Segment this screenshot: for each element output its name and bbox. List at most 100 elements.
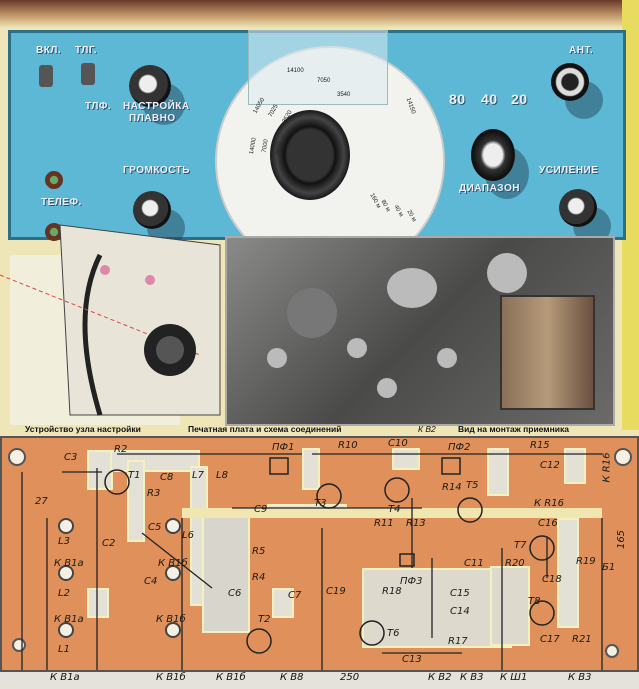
variable-capacitor xyxy=(387,268,437,308)
pcb-pad xyxy=(87,450,113,490)
printed-circuit-board: C3 R2 T1 C8 L7 L8 ПФ1 R10 C10 ПФ2 R15 C1… xyxy=(0,436,639,672)
dial-number: 7050 xyxy=(317,78,331,84)
label-l7: L7 xyxy=(192,470,204,481)
label-t4: T4 xyxy=(388,504,401,515)
label-to-b1b: К В1б xyxy=(158,558,188,569)
transformer xyxy=(500,295,595,410)
label-c4: C4 xyxy=(144,576,158,587)
mode-toggle[interactable] xyxy=(81,63,95,85)
dial-number: 80 м xyxy=(379,199,391,213)
transistor-t3-icon xyxy=(316,483,342,509)
phones-label: ТЕЛЕФ. xyxy=(41,197,82,208)
dial-number: 14100 xyxy=(287,68,304,74)
label-l3: L3 xyxy=(58,536,70,547)
label-r13: R13 xyxy=(406,518,426,529)
label-c13: C13 xyxy=(402,654,422,665)
phones-jack-1[interactable] xyxy=(45,171,63,189)
label-c16: C16 xyxy=(538,518,558,529)
coil-hole xyxy=(165,622,181,638)
range-switch-knob[interactable] xyxy=(471,129,515,181)
label-t8: T8 xyxy=(528,596,541,607)
pcb-trace xyxy=(182,508,602,518)
antenna-terminal[interactable] xyxy=(551,63,589,101)
phones-jack-2[interactable] xyxy=(45,223,63,241)
mount-hole xyxy=(614,448,632,466)
label-c19: C19 xyxy=(326,586,346,597)
screw-icon xyxy=(100,265,110,275)
label-pf2: ПФ2 xyxy=(448,442,471,453)
label-c14: C14 xyxy=(450,606,470,617)
dial-number: 3540 xyxy=(337,92,351,98)
switch-wafer xyxy=(287,288,337,338)
transistor-t4-icon xyxy=(384,477,410,503)
bottom-label-to-sh1: К Ш1 xyxy=(500,672,528,683)
bottom-label-to-b1b: К В1б xyxy=(156,672,186,683)
label-l2: L2 xyxy=(58,588,70,599)
mounting-caption: Вид на монтаж приемника xyxy=(458,424,569,434)
power-toggle[interactable] xyxy=(39,65,53,87)
dial-number: 14000 xyxy=(248,137,258,155)
volume-label: ГРОМКОСТЬ xyxy=(123,165,190,176)
transistor-t8-icon xyxy=(529,600,555,626)
band-40-label: 40 xyxy=(481,91,498,107)
fine-tune-label: НАСТРОЙКА xyxy=(123,101,190,112)
bottom-label-to-b8: К В8 xyxy=(280,672,304,683)
potentiometer xyxy=(487,253,527,293)
label-t7: T7 xyxy=(514,540,527,551)
label-b1: Б1 xyxy=(602,562,616,573)
label-t1: T1 xyxy=(128,470,141,481)
mount-hole xyxy=(605,644,619,658)
pcb-pad xyxy=(557,518,579,628)
label-c9: C9 xyxy=(254,504,268,515)
label-to-r16: К R16 xyxy=(534,498,564,509)
label-c11: C11 xyxy=(464,558,484,569)
label-c10: C10 xyxy=(388,438,408,449)
filter-pf2-icon xyxy=(441,457,461,475)
label-r5: R5 xyxy=(252,546,266,557)
fine-tune-knob[interactable] xyxy=(129,65,171,107)
dial-number: 7000 xyxy=(261,138,270,154)
page-edge xyxy=(622,0,639,430)
label-r2: R2 xyxy=(114,444,128,455)
label-l1: L1 xyxy=(58,644,70,655)
label-l6: L6 xyxy=(182,530,194,541)
dimension-250: 250 xyxy=(340,672,360,683)
tlf-label: ТЛФ. xyxy=(85,101,112,112)
label-t2: T2 xyxy=(258,614,271,625)
label-r15: R15 xyxy=(530,440,550,451)
pcb-pad xyxy=(490,566,530,646)
coil-hole xyxy=(58,622,74,638)
pcb-schematic-lines xyxy=(21,453,603,670)
gain-knob[interactable] xyxy=(559,189,597,227)
pcb-pad xyxy=(362,568,512,648)
pcb-pad xyxy=(564,448,586,484)
screw-icon xyxy=(145,275,155,285)
label-c17: C17 xyxy=(540,634,560,645)
label-l8: L8 xyxy=(216,470,228,481)
pcb-pad xyxy=(202,513,250,633)
dial-window xyxy=(248,30,388,105)
transistor-t1-icon xyxy=(104,469,130,495)
pcb-caption: Печатная плата и схема соединений xyxy=(188,424,342,434)
dimension-strip xyxy=(0,672,639,689)
label-c2: C2 xyxy=(102,538,116,549)
pcb-pad xyxy=(272,588,294,618)
coil-hole xyxy=(165,565,181,581)
transistor-t7-icon xyxy=(529,535,555,561)
label-c7: C7 xyxy=(288,590,302,601)
dial-number: 20 м xyxy=(405,209,417,223)
dial-number: 7025 xyxy=(267,103,280,119)
tlg-label: ТЛГ. xyxy=(75,45,98,56)
pcb-pad xyxy=(487,448,509,496)
label-t3: T3 xyxy=(314,498,327,509)
transistor-t2-icon xyxy=(246,628,272,654)
bottom-label-to-b3: К В3 xyxy=(568,672,592,683)
volume-knob[interactable] xyxy=(133,191,171,229)
label-c5: C5 xyxy=(148,522,162,533)
label-r3: R3 xyxy=(147,488,161,499)
coil xyxy=(377,378,397,398)
top-edge xyxy=(0,0,639,28)
main-tuning-knob[interactable] xyxy=(270,110,350,200)
transistor-t5-icon xyxy=(457,497,483,523)
pcb-pad xyxy=(87,588,109,618)
